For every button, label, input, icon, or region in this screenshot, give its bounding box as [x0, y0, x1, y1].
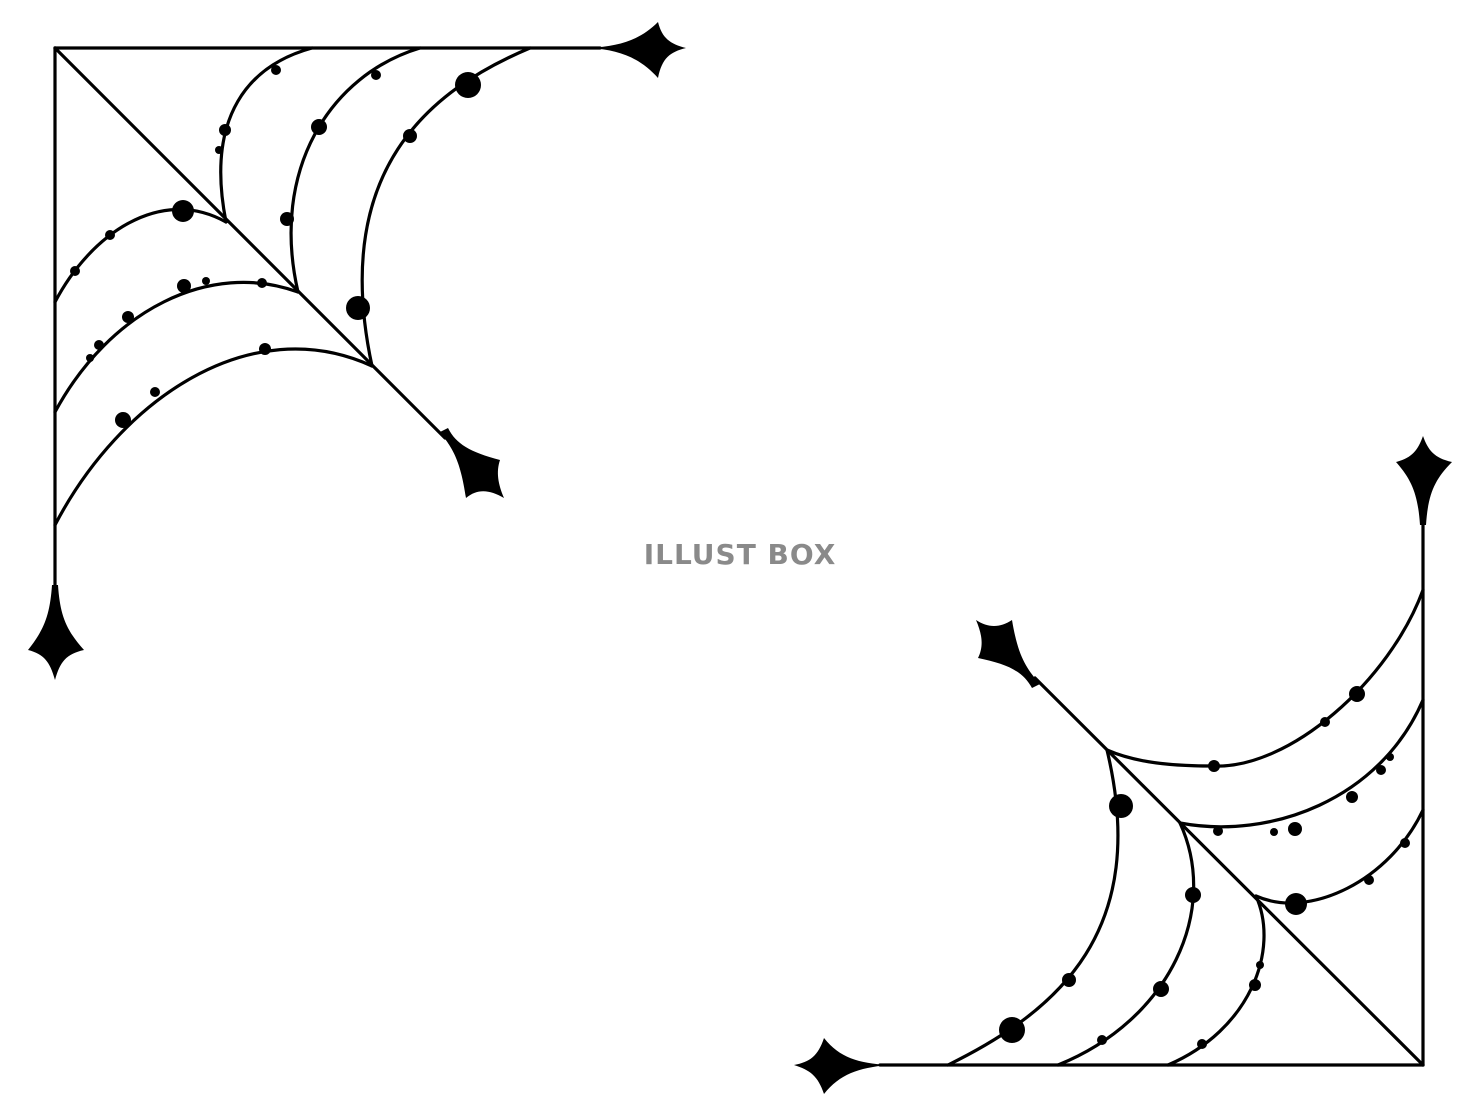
spiderweb-bottom-right — [794, 436, 1452, 1094]
spike-ornament-bottom-right-h — [794, 1038, 888, 1094]
web-arc-top-2 — [289, 46, 422, 294]
web-arc-bottom-2 — [1056, 821, 1196, 1067]
web-diagonal-top-left — [53, 46, 447, 440]
web-arc-left-3 — [53, 347, 374, 527]
web-arc-right-3 — [1254, 808, 1425, 905]
web-arc-left-1 — [53, 207, 228, 304]
dew-drops-bottom-right — [999, 686, 1410, 1049]
spike-ornament-bottom-right-diag — [976, 620, 1040, 688]
dew-drops-top-left — [70, 65, 481, 428]
web-arc-bottom-1 — [946, 748, 1120, 1067]
web-arc-top-3 — [360, 46, 532, 368]
spike-ornament-bottom-right-v — [1396, 436, 1452, 525]
web-diagonal-bottom-right — [1033, 676, 1425, 1067]
watermark-text: ILLUST BOX — [643, 538, 837, 571]
web-arc-right-1 — [1105, 588, 1425, 768]
spike-ornament-top-left-diag — [440, 428, 504, 498]
web-arc-top-1 — [219, 46, 314, 224]
web-arc-bottom-3 — [1166, 894, 1266, 1067]
spiderweb-top-left — [28, 22, 686, 680]
spike-ornament-top-left-v — [28, 585, 84, 680]
spike-ornament-top-left-h — [590, 22, 686, 78]
